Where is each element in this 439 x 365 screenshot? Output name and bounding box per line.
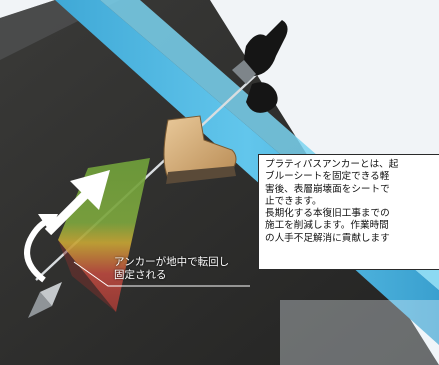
callout-line: 長期化する本復旧工事までの <box>265 208 390 220</box>
cone-shadow <box>58 240 116 312</box>
label-leader-line <box>73 261 250 287</box>
description-callout: プラティパスアンカーとは、起 ブルーシートを固定できる軽 害後、表層崩壊面をシー… <box>258 154 439 270</box>
anchor-label-line: アンカーが地中で転回し <box>114 256 230 268</box>
gloved-hand-icon <box>232 20 288 113</box>
rotate-arrow-icon <box>24 214 58 283</box>
anchor-label-line: 固定される <box>114 269 167 281</box>
callout-line: ブルーシートを固定できる軽 <box>265 171 390 183</box>
callout-line: 害後、表層崩壊面をシートで <box>265 183 390 195</box>
callout-line: 止できます。 <box>265 195 322 207</box>
anchor-head-icon <box>28 282 62 318</box>
haze <box>280 300 439 365</box>
callout-line: プラティパスアンカーとは、起 <box>265 159 399 170</box>
callout-line: 施工を削減します。作業時間 <box>265 220 389 232</box>
up-arrow-icon <box>44 170 110 236</box>
callout-line: の人手不足解消に貢献します <box>265 232 390 244</box>
boot-icon <box>163 115 237 184</box>
anchor-rotation-label: アンカーが地中で転回し 固定される <box>114 256 229 282</box>
